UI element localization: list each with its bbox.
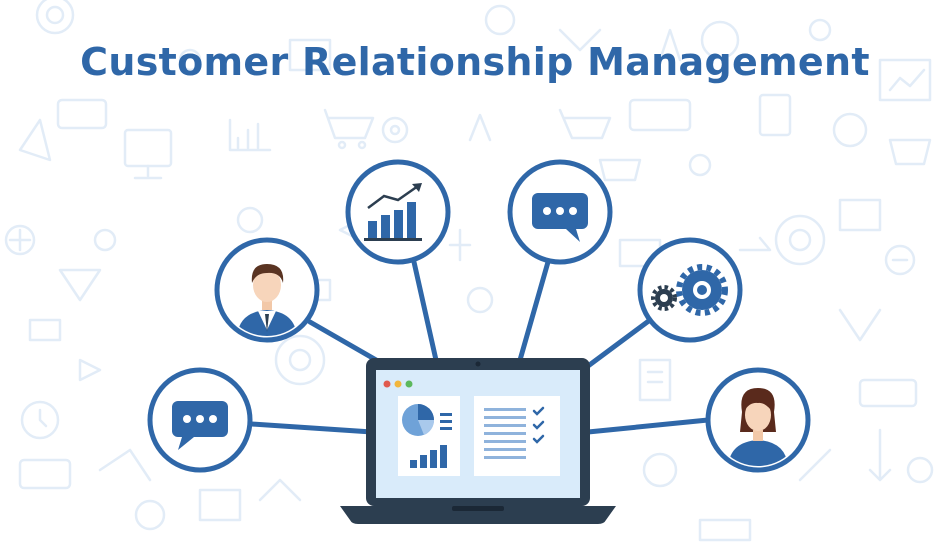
node-chat-top — [507, 159, 613, 265]
businesswoman-avatar-icon — [728, 388, 788, 466]
connector-chat-top — [517, 259, 551, 363]
window-dot-green — [405, 380, 413, 388]
node-growth-chart — [345, 159, 451, 265]
page-title: Customer Relationship Management — [80, 40, 870, 84]
mini-bar-chart-icon — [410, 445, 447, 468]
pie-chart-icon — [402, 404, 435, 436]
laptop-dashboard-icon — [340, 358, 616, 524]
growth-chart-icon — [364, 183, 422, 241]
connector-user-female — [585, 417, 711, 435]
node-settings — [637, 237, 743, 343]
node-user-female — [705, 367, 811, 473]
gears-icon — [651, 264, 728, 316]
window-dot-yellow — [394, 380, 402, 388]
node-chat-left — [147, 367, 253, 473]
node-user-male — [214, 237, 320, 343]
businessman-avatar-icon — [237, 264, 297, 336]
window-dot-red — [383, 380, 391, 388]
chat-bubble-icon — [172, 401, 228, 450]
checklist-icon — [484, 406, 545, 459]
dashboard-chart-panel — [398, 396, 460, 476]
chat-bubble-icon — [532, 193, 588, 242]
connector-settings — [577, 317, 653, 375]
connector-chat-left — [249, 421, 375, 435]
connector-growth-chart — [411, 259, 439, 363]
